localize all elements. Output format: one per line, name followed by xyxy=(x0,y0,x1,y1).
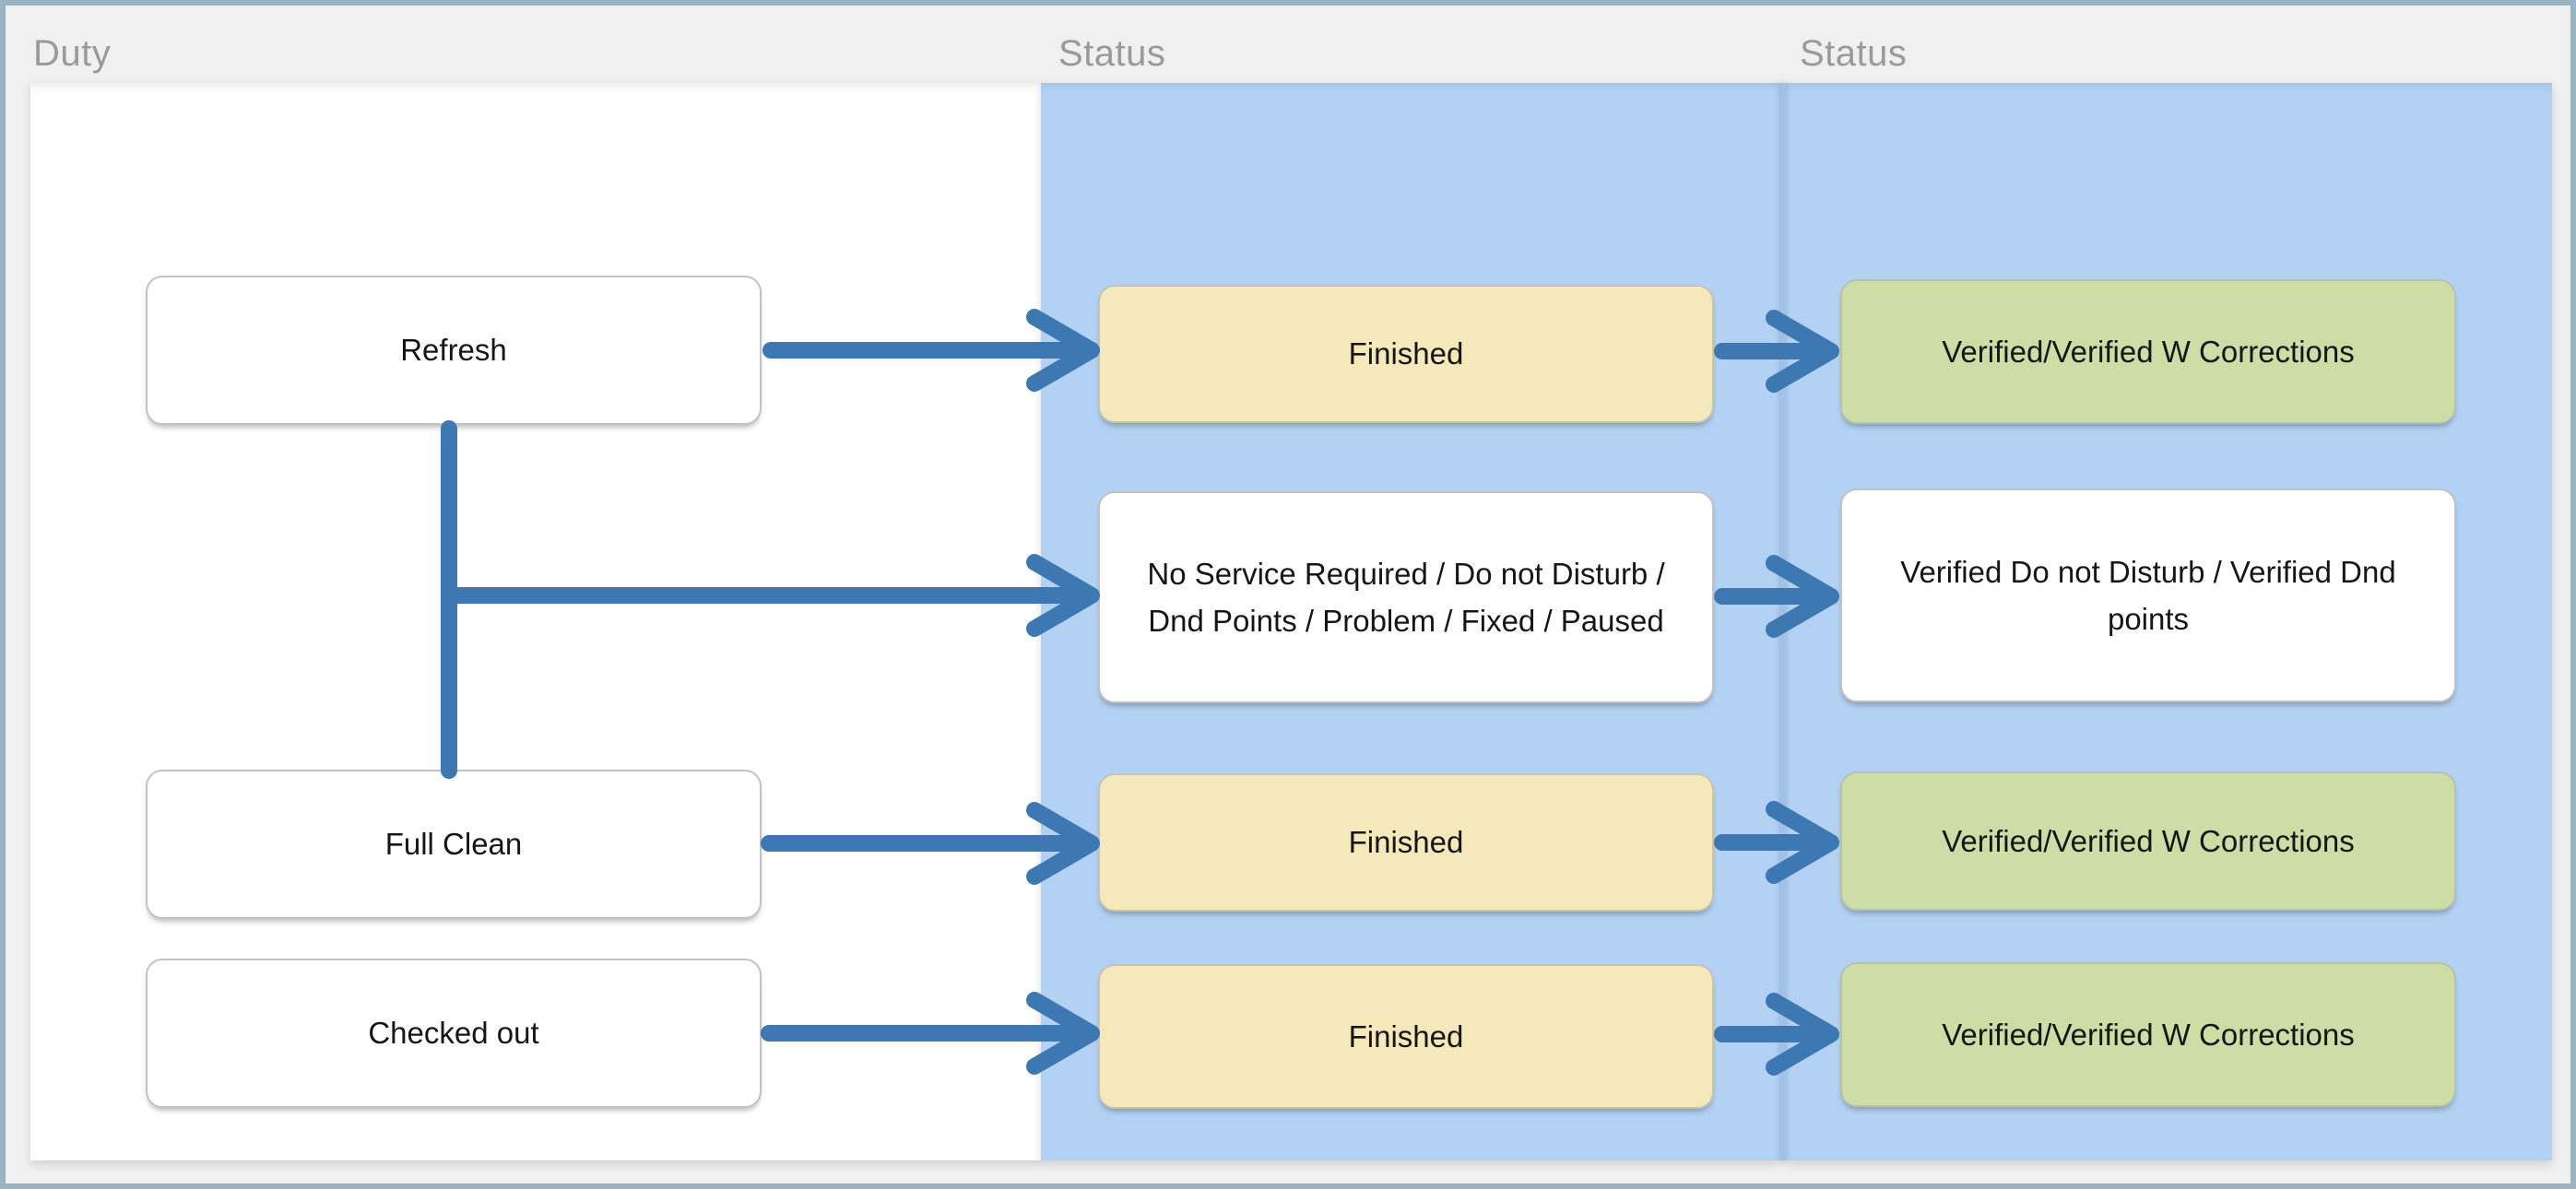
column-header-status-1: Status xyxy=(1058,33,1166,74)
flow-node-no-service-required: No Service Required / Do not Disturb / D… xyxy=(1098,491,1714,703)
status-columns-divider xyxy=(1780,83,1786,1160)
flow-node-verified-1: Verified/Verified W Corrections xyxy=(1840,279,2456,424)
flow-node-checked-out: Checked out xyxy=(146,959,762,1108)
flow-node-full-clean: Full Clean xyxy=(146,770,762,919)
column-header-status-2: Status xyxy=(1800,33,1908,74)
flow-node-finished-2: Finished xyxy=(1098,773,1714,912)
column-header-duty: Duty xyxy=(33,33,112,74)
flow-node-refresh: Refresh xyxy=(146,276,762,425)
flow-node-verified-2: Verified/Verified W Corrections xyxy=(1840,771,2456,911)
flow-node-verified-3: Verified/Verified W Corrections xyxy=(1840,962,2456,1107)
flow-node-finished-1: Finished xyxy=(1098,285,1714,423)
flow-node-verified-dnd: Verified Do not Disturb / Verified Dnd p… xyxy=(1840,489,2456,702)
flow-node-finished-3: Finished xyxy=(1098,964,1714,1109)
